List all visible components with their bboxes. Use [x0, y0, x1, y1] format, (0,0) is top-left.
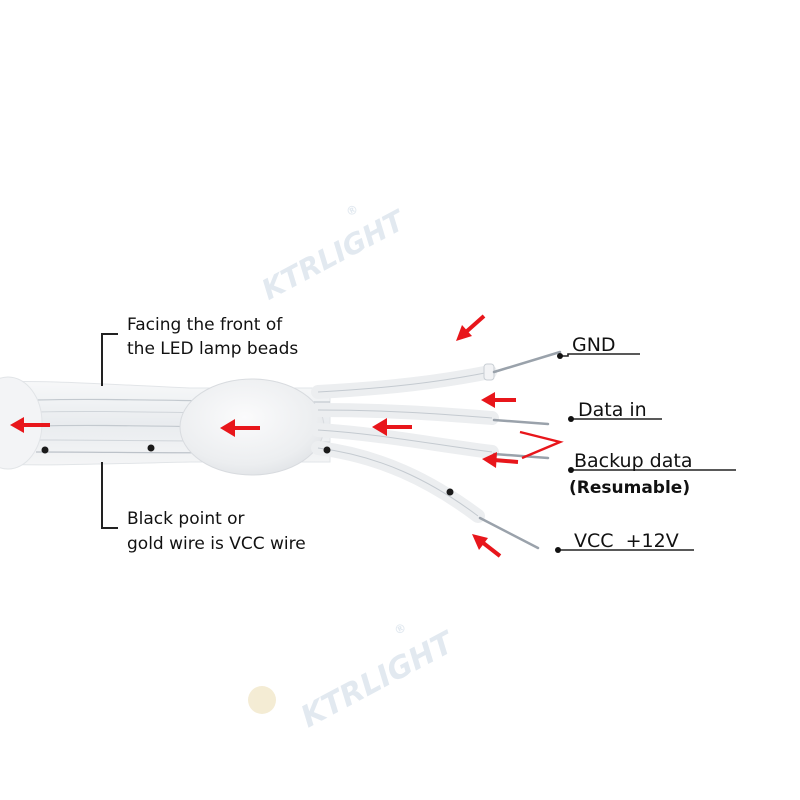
vcc-dot [41, 446, 49, 454]
top-note-line-2: the LED lamp beads [127, 339, 298, 359]
vcc-dot [323, 446, 331, 454]
top-note-bracket [101, 333, 118, 386]
watermark-logo-icon [248, 686, 276, 714]
data-in-label: Data in [578, 399, 647, 421]
leader-dots [555, 353, 574, 553]
watermark-brand-text: KTRLIGHT [256, 203, 411, 306]
arrow-diagonal-icon [472, 534, 502, 558]
arrow-left-icon [10, 417, 50, 433]
watermark-registered-mark-2: ® [392, 620, 409, 638]
bottom-note-line-2: gold wire is VCC wire [127, 534, 306, 554]
bottom-note-line-1: Black point or [127, 509, 245, 529]
note-brackets [101, 333, 118, 529]
watermark-bottom: KTRLIGHT ® [248, 620, 462, 735]
gnd-leader [561, 353, 640, 357]
gnd-label: GND [572, 334, 616, 356]
arrow-left-icon [481, 392, 516, 408]
vcc-marker-dots [41, 444, 454, 496]
watermark-brand-text-2: KTRLIGHT [295, 624, 461, 735]
watermark-registered-mark: ® [344, 202, 361, 220]
arrow-diagonal-icon [456, 314, 486, 341]
direction-arrows [10, 314, 519, 558]
top-note-line-1: Facing the front of [127, 315, 283, 335]
vcc-dot [147, 444, 155, 452]
backup-data-label: Backup data [574, 450, 692, 472]
vcc-label: VCC +12V [574, 530, 679, 552]
watermark-top: KTRLIGHT ® [256, 202, 411, 307]
arrow-left-icon [482, 452, 519, 468]
pin-leader-lines [519, 353, 736, 551]
arrow-left-icon [220, 419, 260, 437]
resumable-label: (Resumable) [569, 478, 690, 498]
data-backup-caret [519, 430, 564, 460]
vcc-dot [446, 488, 454, 496]
arrow-left-icon [372, 418, 412, 436]
fan-out-wires [311, 350, 562, 550]
bottom-note-bracket [101, 462, 118, 529]
